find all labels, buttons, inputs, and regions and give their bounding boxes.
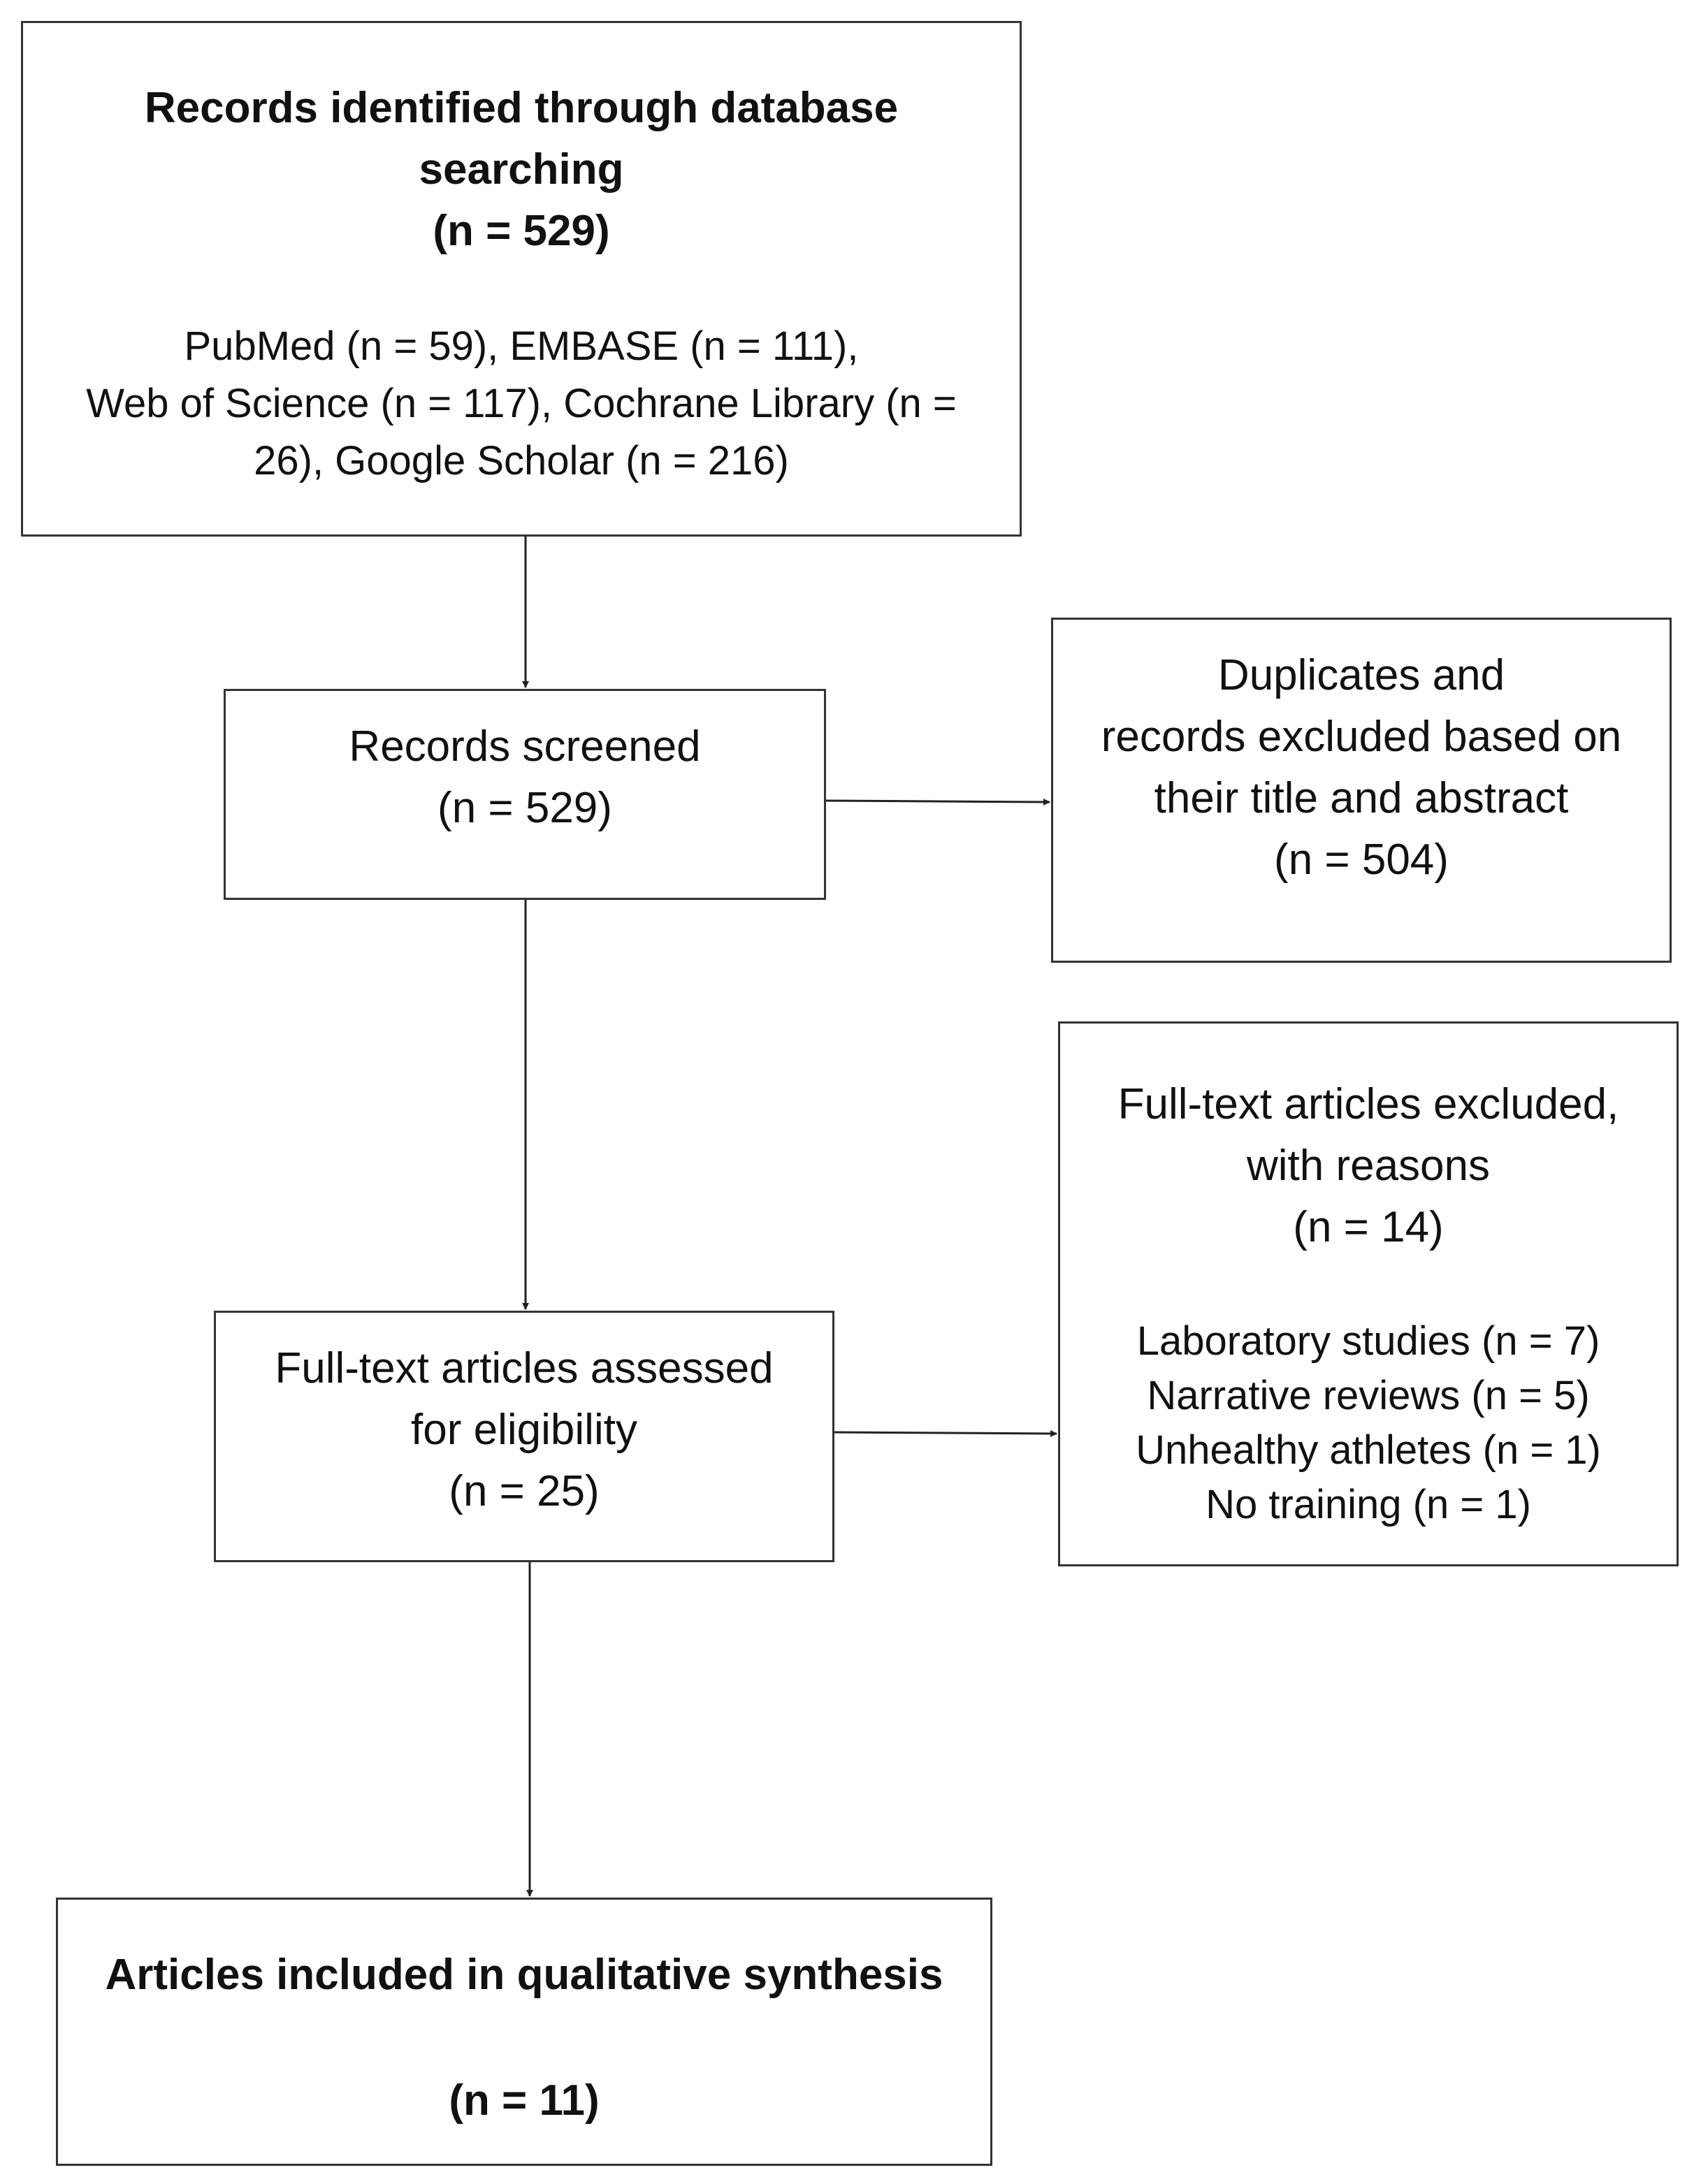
- fulltext-line-2: for eligibility: [411, 1406, 637, 1454]
- duplicates-excluded-box: Duplicates and records excluded based on…: [1051, 618, 1672, 963]
- included-count: (n = 11): [449, 2076, 600, 2125]
- fulltext-excluded-box: Full-text articles excluded, with reason…: [1058, 1021, 1679, 1566]
- records-identified-box: Records identified through database sear…: [21, 21, 1022, 537]
- articles-included-box: Articles included in qualitative synthes…: [56, 1898, 992, 2166]
- excluded-line-2: with reasons: [1246, 1142, 1491, 1190]
- fulltext-line-1: Full-text articles assessed: [275, 1344, 774, 1392]
- screened-count: (n = 529): [437, 784, 612, 832]
- records-screened-box: Records screened (n = 529): [224, 689, 826, 900]
- identified-sources-line-3: 26), Google Scholar (n = 216): [254, 438, 789, 483]
- screened-title: Records screened: [349, 722, 701, 771]
- identified-title-line-1: Records identified through database: [144, 84, 899, 132]
- fulltext-count: (n = 25): [449, 1467, 600, 1515]
- duplicates-line-3: their title and abstract: [1154, 774, 1569, 822]
- identified-count: (n = 529): [433, 207, 610, 255]
- arrow-screened-to-duplicates: [825, 798, 1050, 806]
- fulltext-assessed-box: Full-text articles assessed for eligibil…: [214, 1311, 834, 1562]
- duplicates-line-1: Duplicates and: [1217, 651, 1505, 699]
- excluded-reason: No training (n = 1): [1206, 1482, 1531, 1527]
- duplicates-line-2: records excluded based on: [1101, 713, 1622, 761]
- excluded-count: (n = 14): [1293, 1203, 1444, 1251]
- identified-title-line-2: searching: [419, 145, 624, 194]
- excluded-line-1: Full-text articles excluded,: [1117, 1080, 1619, 1128]
- included-title: Articles included in qualitative synthes…: [105, 1951, 943, 1999]
- excluded-reason: Unhealthy athletes (n = 1): [1136, 1427, 1601, 1473]
- identified-sources-line-2: Web of Science (n = 117), Cochrane Libra…: [86, 381, 957, 426]
- duplicates-count: (n = 504): [1274, 836, 1449, 884]
- arrow-fulltext-to-excluded: [834, 1429, 1057, 1437]
- identified-sources-line-1: PubMed (n = 59), EMBASE (n = 111),: [184, 323, 859, 369]
- excluded-reason: Narrative reviews (n = 5): [1147, 1373, 1590, 1418]
- excluded-reason: Laboratory studies (n = 7): [1136, 1318, 1600, 1364]
